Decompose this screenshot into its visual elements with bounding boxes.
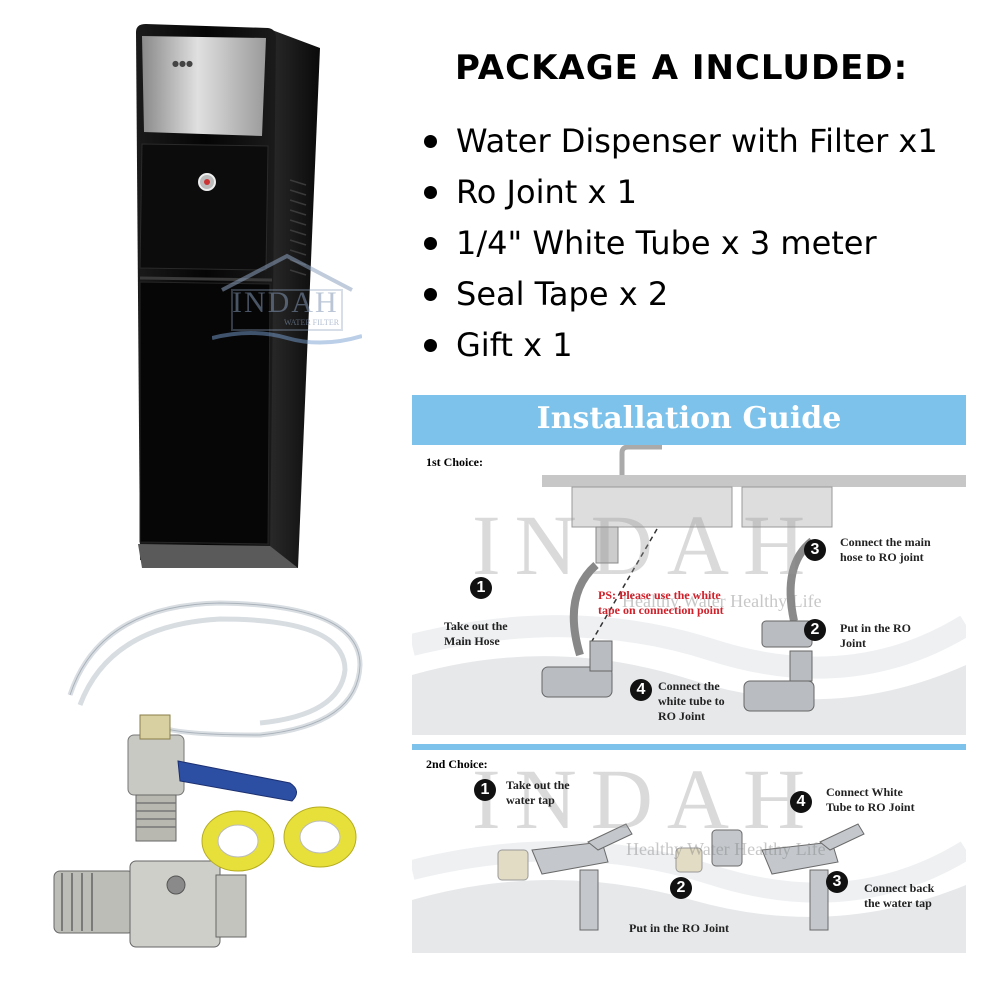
svg-text:●●●: ●●●	[172, 59, 193, 68]
first-step-1-badge: 1	[470, 577, 492, 599]
second-step-1-badge: 1	[474, 779, 496, 801]
dispenser-logo-text: INDAH	[232, 286, 339, 319]
package-item: Gift x 1	[424, 322, 938, 373]
second-step-3-badge: 3	[826, 871, 848, 893]
accessories-image	[53, 600, 363, 948]
watermark-logo: INDAH	[472, 497, 820, 593]
first-step-1-text: Take out the Main Hose	[444, 619, 508, 648]
first-step-3-badge: 3	[804, 539, 826, 561]
first-choice-note: PS: Please use the white tape on connect…	[598, 588, 724, 617]
first-choice-illustration	[412, 445, 966, 735]
package-item-text: 1/4" White Tube x 3 meter	[456, 224, 877, 262]
package-item-text: Gift x 1	[456, 326, 573, 364]
guide-separator	[412, 744, 966, 750]
package-item: Seal Tape x 2	[424, 271, 938, 322]
package-items-list: Water Dispenser with Filter x1 Ro Joint …	[424, 118, 938, 373]
package-item: 1/4" White Tube x 3 meter	[424, 220, 938, 271]
first-step-2-badge: 2	[804, 619, 826, 641]
second-step-4-badge: 4	[790, 791, 812, 813]
watermark-tagline: Healthy Water Healthy Life	[622, 591, 822, 611]
package-item: Water Dispenser with Filter x1	[424, 118, 938, 169]
second-step-1-text: Take out the water tap	[506, 778, 570, 807]
bullet-icon	[424, 339, 437, 352]
second-choice-label: 2nd Choice:	[426, 757, 488, 771]
second-step-4-text: Connect White Tube to RO Joint	[826, 785, 915, 814]
package-item: Ro Joint x 1	[424, 169, 938, 220]
bullet-icon	[424, 186, 437, 199]
first-step-2-text: Put in the RO Joint	[840, 621, 912, 650]
second-step-2-badge: 2	[670, 877, 692, 899]
first-step-4-text: Connect the white tube to RO Joint	[658, 679, 725, 723]
second-step-2-text: Put in the RO Joint	[629, 921, 730, 935]
first-choice-label: 1st Choice:	[426, 455, 483, 469]
watermark-tagline: Healthy Water Healthy Life	[626, 839, 826, 859]
first-step-3-text: Connect the main hose to RO joint	[840, 535, 931, 564]
package-title: PACKAGE A INCLUDED:	[455, 48, 909, 88]
indah-house-logo	[212, 253, 362, 345]
bullet-icon	[424, 135, 437, 148]
guide-header-bar	[412, 395, 966, 445]
bullet-icon	[424, 288, 437, 301]
package-item-text: Water Dispenser with Filter x1	[456, 122, 938, 160]
package-item-text: Ro Joint x 1	[456, 173, 637, 211]
installation-guide-panel: Installation Guide INDAH Healthy Water H…	[412, 395, 966, 953]
package-item-text: Seal Tape x 2	[456, 275, 669, 313]
first-step-4-badge: 4	[630, 679, 652, 701]
bullet-icon	[424, 237, 437, 250]
dispenser-logo-tagline: WATER FILTER	[284, 318, 340, 327]
guide-title: Installation Guide	[536, 401, 842, 436]
watermark-logo: INDAH	[472, 751, 820, 847]
second-step-3-text: Connect back the water tap	[864, 881, 935, 910]
second-choice-illustration	[412, 823, 966, 953]
water-dispenser-image: ●●●	[136, 24, 320, 568]
